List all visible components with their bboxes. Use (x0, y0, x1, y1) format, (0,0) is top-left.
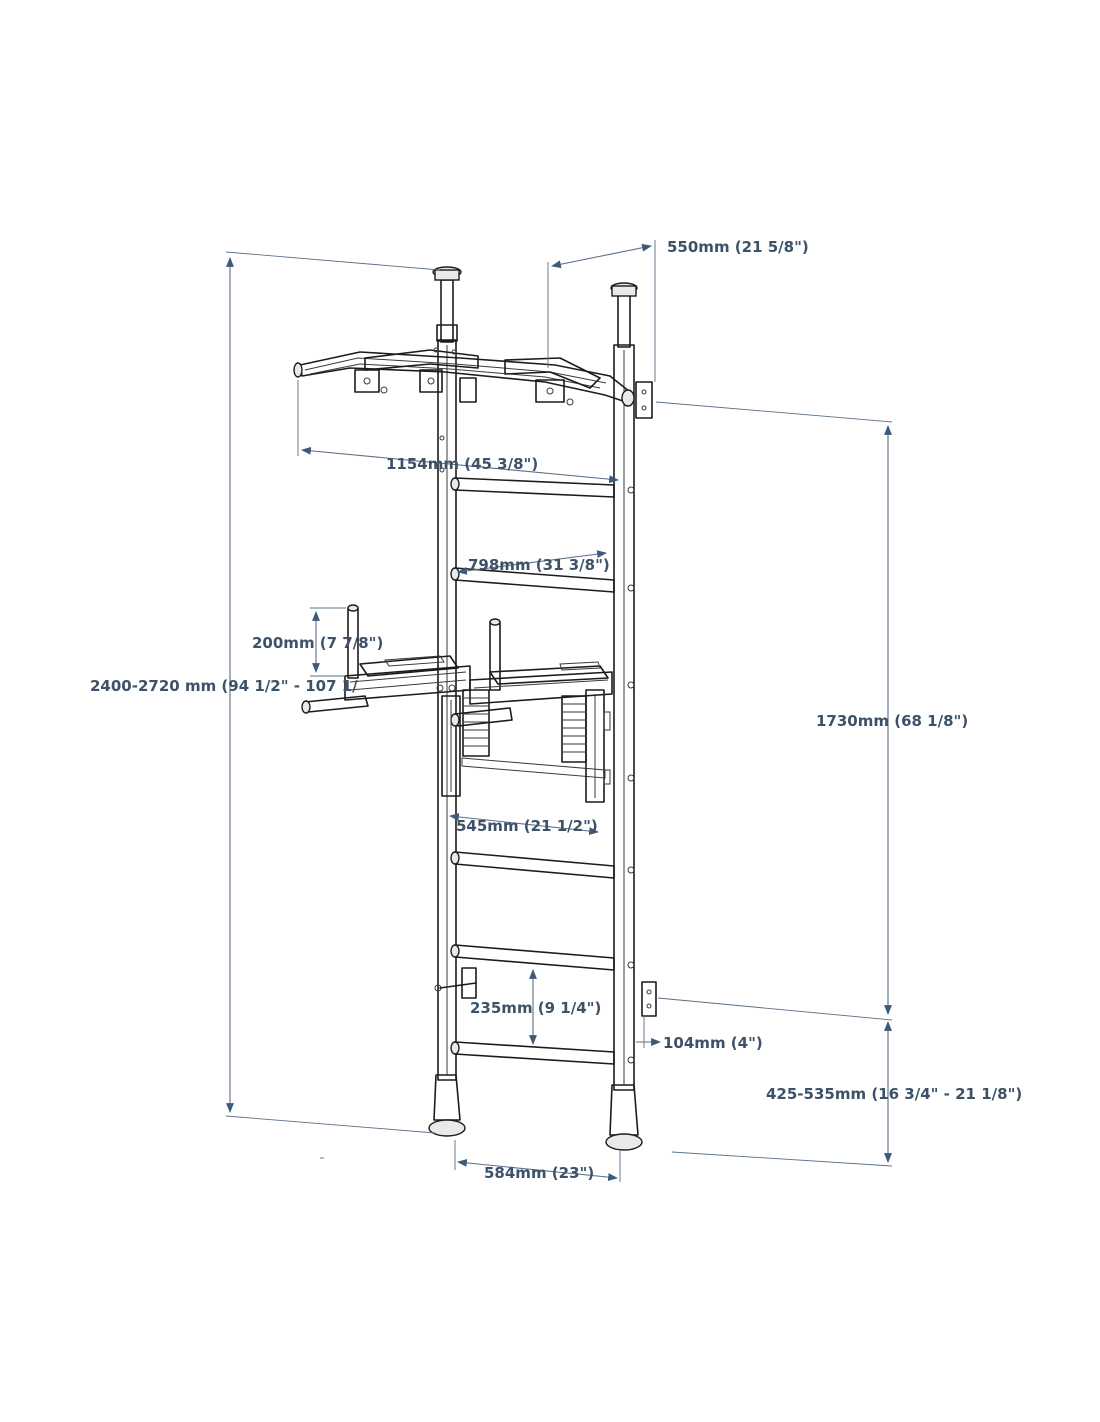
pullup-bar (293, 347, 635, 407)
dip-width-label: 545mm (21 1/2") (456, 817, 598, 835)
mount-span-label: 1730mm (68 1/8") (816, 712, 968, 730)
top-wall-bracket (635, 381, 653, 419)
wall-bars-unit (293, 266, 657, 1151)
right-post (605, 282, 643, 1151)
left-post (428, 266, 466, 1137)
dip-height-label: 200mm (7 7/8") (252, 634, 383, 652)
wall-offset-label: 104mm (4") (663, 1034, 763, 1052)
base-width-label: 584mm (23") (484, 1164, 594, 1182)
inner-width-label: 798mm (31 3/8") (468, 556, 610, 574)
dimension-lines (225, 240, 893, 1182)
dimension-labels: 550mm (21 5/8") 1154mm (45 3/8") 798mm (… (90, 238, 1022, 1182)
bottom-wall-bracket (439, 967, 657, 1017)
rung-spacing-label: 235mm (9 1/4") (470, 999, 601, 1017)
pullup-width-label: 1154mm (45 3/8") (386, 455, 538, 473)
dip-station (301, 604, 613, 803)
base-height-label: 425-535mm (16 3/4" - 21 1/8") (766, 1085, 1022, 1103)
total-height-label: 2400-2720 mm (94 1/2" - 107 1/ (90, 677, 358, 695)
top-depth-label: 550mm (21 5/8") (667, 238, 809, 256)
